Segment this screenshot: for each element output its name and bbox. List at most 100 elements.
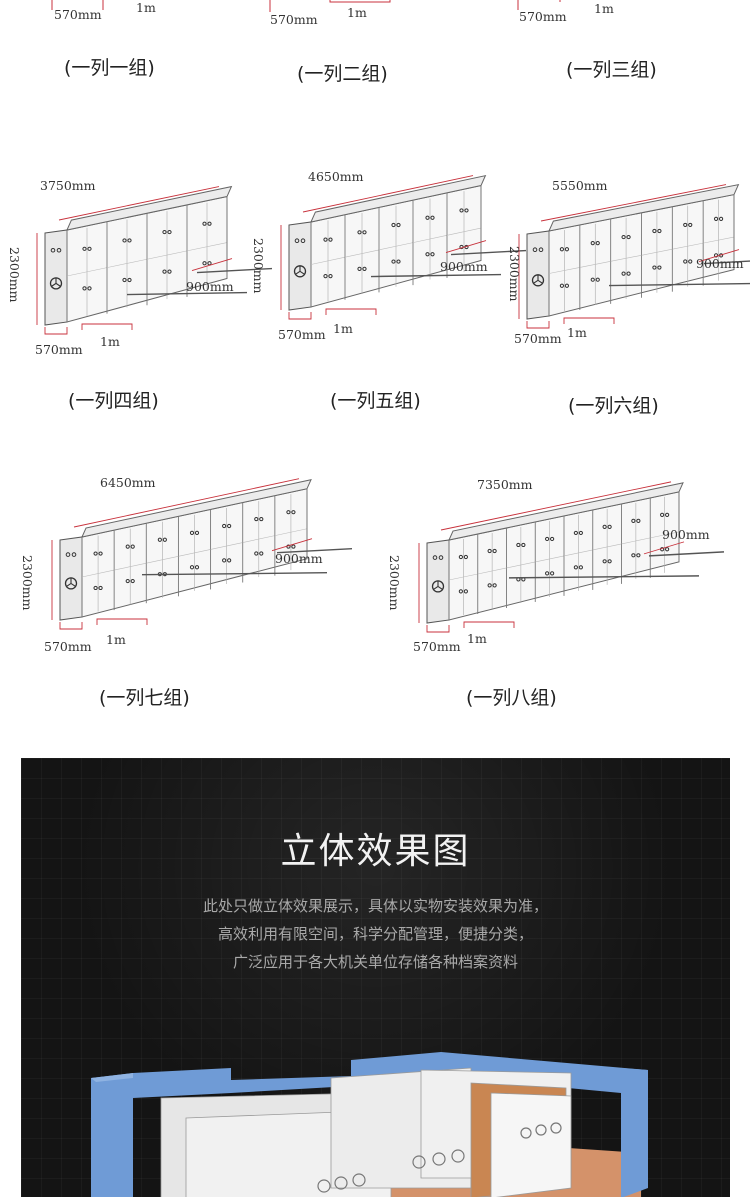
lock-icon [391,222,396,228]
lock-icon [130,544,135,549]
lock-icon [259,516,264,522]
depth-dimension-line [643,541,685,555]
gap-dimension-line [81,323,133,330]
lock-icon [291,544,296,549]
lock-icon [602,559,607,564]
depth-label: 900mm [186,279,234,294]
depth-dimension-line [445,240,487,253]
lock-icon [87,286,92,291]
shelf-line [412,235,448,243]
shelf-line [210,542,243,550]
lock-icon [665,547,670,552]
width-dimension-line [526,321,550,329]
description-line: 此处只做立体效果展示，具体以实物安装效果为准， [202,897,548,915]
wall [91,1073,133,1197]
rail [370,273,502,278]
gap-dimension-line [563,317,615,324]
dimension-label: 570mm [270,12,318,27]
lock-icon [550,536,555,542]
lock-icon [254,516,259,522]
lock-icon [202,261,207,266]
rail [608,282,750,287]
shelf-line [66,267,108,277]
lock-icon [636,553,641,558]
length-dimension-line [73,478,300,528]
section-title: 立体效果图 [280,831,471,872]
lock-icon [127,238,132,243]
lock-icon [362,230,367,235]
lock-icon [323,237,328,242]
shelf-line [621,537,651,545]
shelf-line [146,556,179,564]
cabinet-top-face [81,479,312,538]
lock-icon [458,589,463,594]
lock-icon [521,542,526,548]
lock-icon [50,247,56,253]
lock-icon [432,555,438,560]
handle-wheel-icon [49,277,63,290]
lock-icon [189,530,195,535]
lock-icon [559,283,565,288]
lock-icon [545,536,550,542]
lock-icon [82,246,87,251]
rail [196,267,273,274]
lock-icon [430,215,435,220]
lock-icon [194,530,200,535]
lock-icon [718,216,724,221]
handle-wheel-spokes [66,578,76,587]
gap-label: 1m [467,631,487,646]
lock-icon [157,537,162,542]
lock-icon [683,222,688,228]
handle-wheel-spokes [295,266,305,275]
handle-wheel-icon [431,580,445,593]
lock-icon [665,512,670,517]
dimension-label: 570mm [519,9,567,24]
lock-icon [202,221,207,226]
shelf-line [242,535,275,543]
lock-icon [660,512,665,517]
length-dimension-line [58,186,220,221]
width-dimension-line [426,625,450,633]
lock-icon [492,583,497,588]
lock-icon [396,222,401,228]
lock-icon [607,524,612,530]
shelf-line [446,227,482,236]
lock-icon [207,221,212,226]
lock-icon [463,554,468,560]
lock-icon [65,552,71,557]
cabinet-handle-wheels [317,1122,562,1193]
lock-icon [626,234,631,240]
lock-icon [162,269,167,274]
caption: (一列七组) [99,687,190,709]
lock-icon [323,274,328,279]
gap-dimension-line [325,308,377,315]
lock-icon [291,510,296,515]
lock-icon [82,286,87,291]
depth-label: 900mm [440,259,488,274]
lock-icon [362,266,367,271]
lock-icon [98,551,103,556]
handle-wheel-icon [293,265,307,278]
lock-icon [357,230,362,235]
cabinet-diagram [51,478,353,630]
length-label: 3750mm [40,178,96,193]
handle-wheel-icon [64,577,78,590]
width-dimension-line [288,312,312,320]
shelf-line [641,248,673,256]
shelf-line [344,249,380,258]
lock-icon [300,238,306,243]
width-label: 570mm [35,342,83,357]
shelf-line [81,569,115,578]
width-dimension-line [44,327,68,335]
height-label: 2300mm [387,555,402,611]
shelf-line [146,250,188,260]
dimension-label: 1m [136,0,156,15]
lock-icon [162,537,167,542]
shelf-line [114,562,147,571]
lock-icon [688,222,693,228]
caption: (一列三组) [566,59,657,81]
shelf-line [448,573,478,581]
shelf-line [106,258,148,268]
length-label: 6450mm [100,475,156,490]
handle-wheel-spokes [433,581,443,590]
